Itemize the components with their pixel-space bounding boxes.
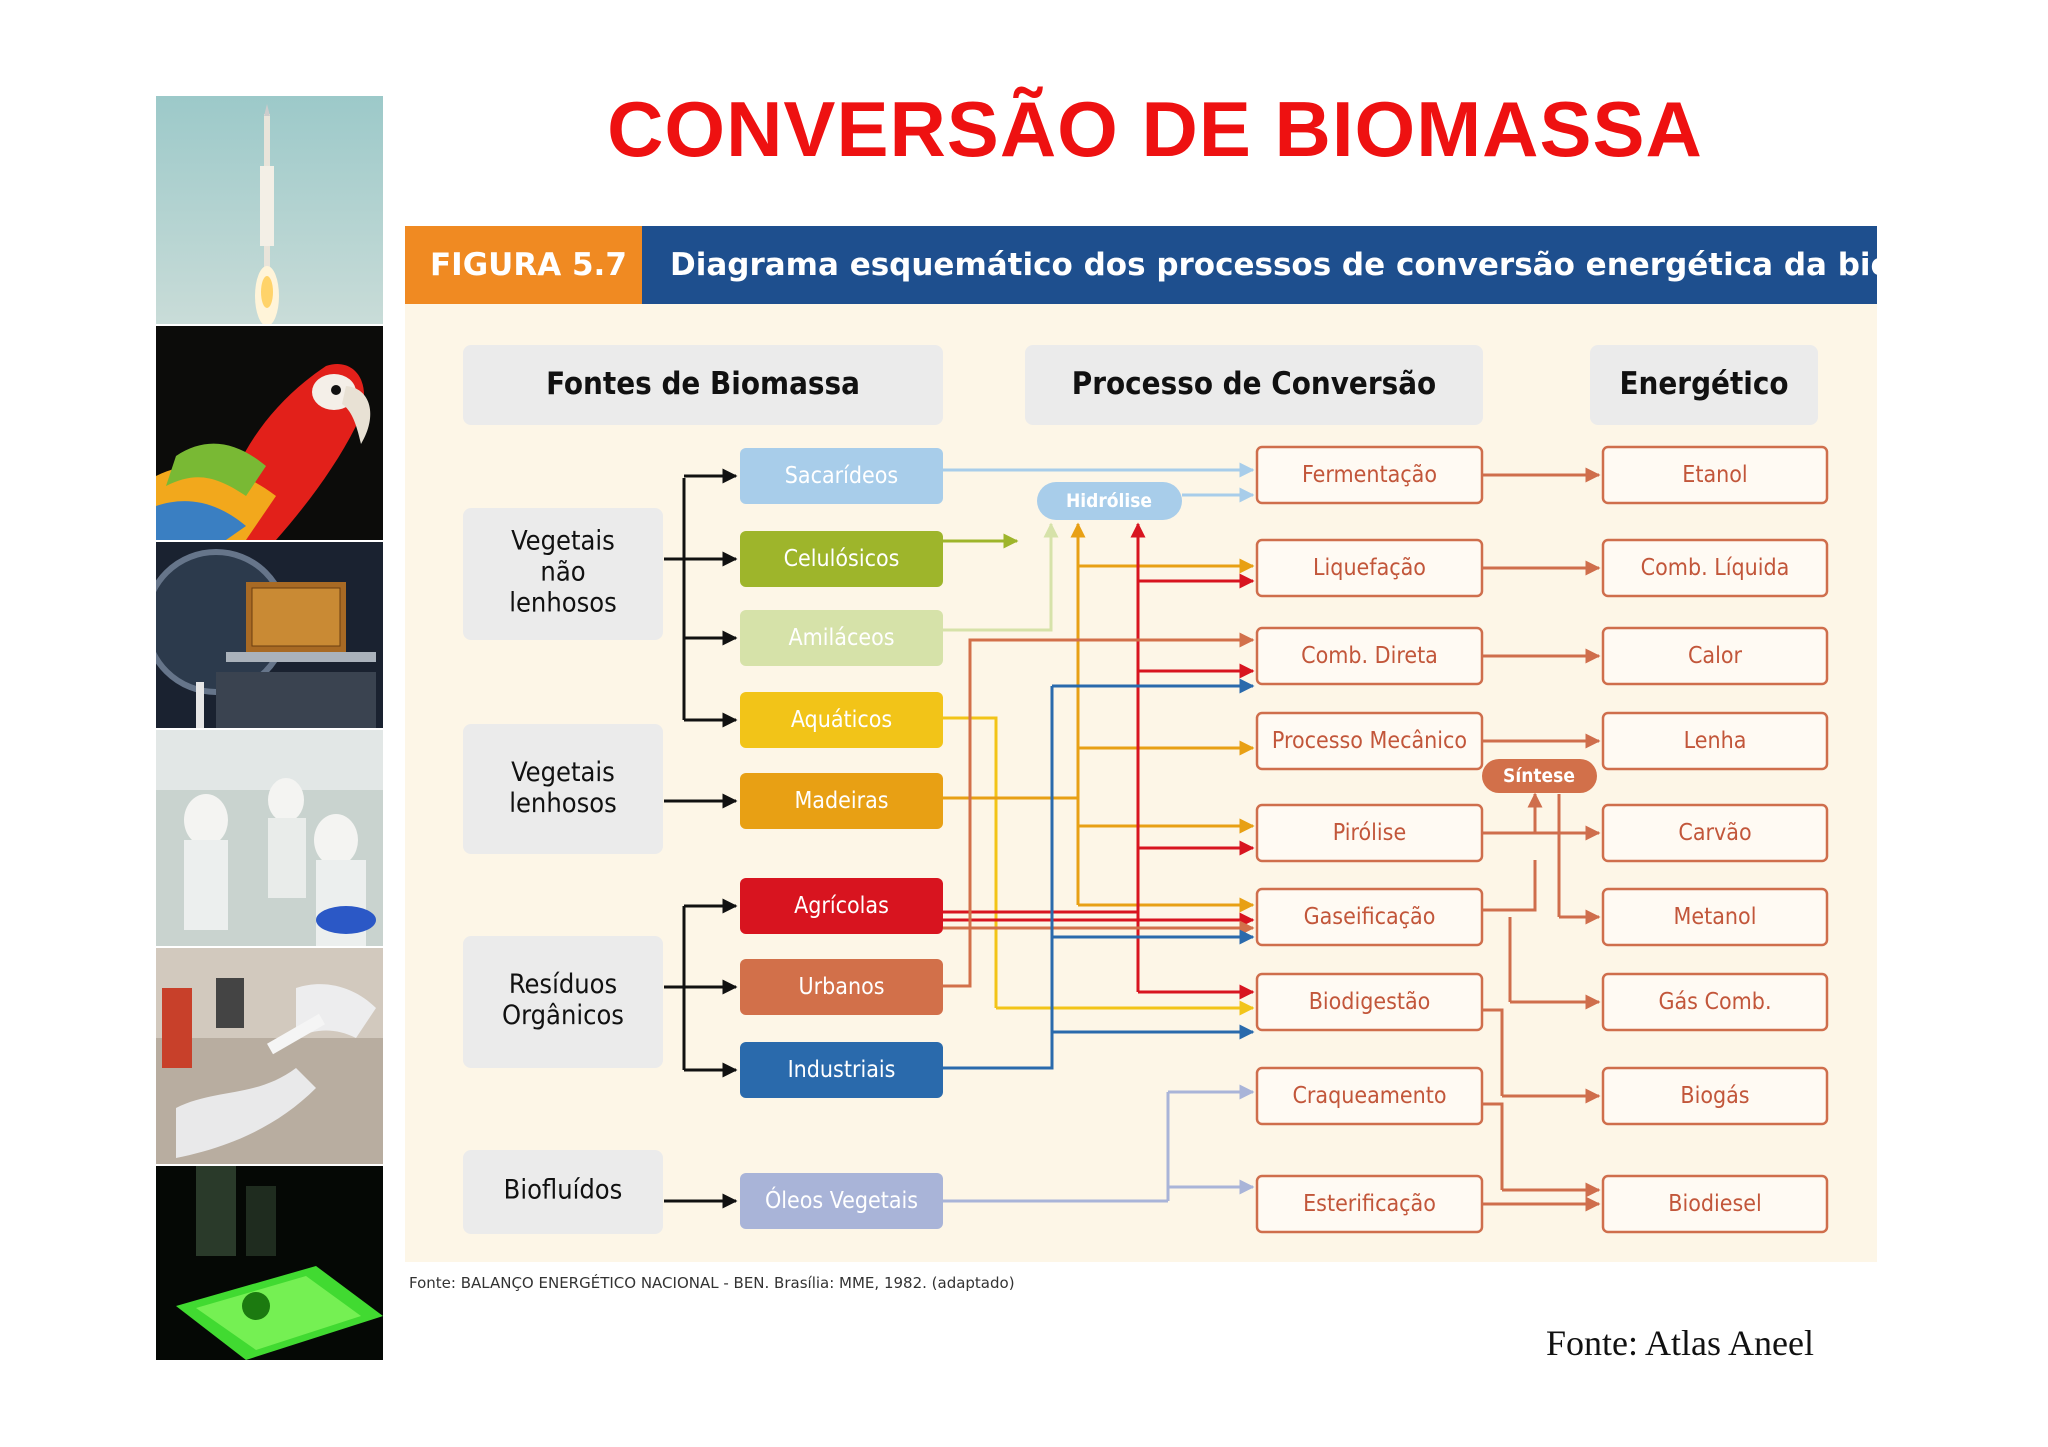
material-box bbox=[740, 959, 943, 1015]
energy-text: Calor bbox=[1688, 643, 1743, 669]
figure-header: FIGURA 5.7 Diagrama esquemático dos proc… bbox=[405, 226, 2003, 304]
header-sources-text: Fontes de Biomassa bbox=[546, 366, 860, 402]
process-box bbox=[1255, 1066, 1484, 1126]
energy-box bbox=[1601, 972, 1829, 1032]
satellite-lab-photo bbox=[156, 542, 383, 728]
material-text: Agrícolas bbox=[794, 893, 889, 919]
process-text: Gaseificação bbox=[1304, 904, 1436, 930]
material-box bbox=[740, 1173, 943, 1229]
energy-box bbox=[1601, 1066, 1829, 1126]
process-text: Fermentação bbox=[1302, 462, 1437, 488]
source-group bbox=[463, 1150, 663, 1234]
flow-line bbox=[1482, 1102, 1504, 1190]
energy-box bbox=[1601, 887, 1829, 947]
process-box bbox=[1255, 972, 1484, 1032]
material-box bbox=[740, 773, 943, 829]
header-energy-text: Energético bbox=[1619, 366, 1788, 402]
rocket-launch-photo bbox=[156, 96, 383, 324]
slide-title: CONVERSÃO DE BIOMASSA bbox=[607, 85, 1703, 173]
hydrolysis-text: Hidrólise bbox=[1066, 490, 1152, 512]
source-group bbox=[463, 724, 663, 854]
material-text: Urbanos bbox=[798, 974, 884, 1000]
material-text: Celulósicos bbox=[784, 546, 900, 572]
microscope-photo bbox=[156, 1166, 383, 1360]
process-text: Comb. Direta bbox=[1301, 643, 1438, 669]
flow-line bbox=[943, 686, 1054, 1070]
material-text: Aquáticos bbox=[791, 707, 892, 733]
material-text: Madeiras bbox=[794, 788, 888, 814]
header-process bbox=[1025, 345, 1483, 425]
energy-text: Biodiesel bbox=[1668, 1191, 1762, 1217]
source-group-text: lenhosos bbox=[509, 588, 617, 619]
energy-box bbox=[1601, 538, 1829, 598]
material-text: Sacarídeos bbox=[785, 463, 898, 489]
material-box bbox=[740, 531, 943, 587]
material-box bbox=[740, 1042, 943, 1098]
source-group-text: Vegetais bbox=[511, 757, 615, 788]
energy-box bbox=[1601, 445, 1829, 505]
energy-text: Carvão bbox=[1678, 820, 1751, 846]
material-box bbox=[740, 448, 943, 504]
energy-box bbox=[1601, 626, 1829, 686]
footer-source: Fonte: Atlas Aneel bbox=[1546, 1323, 1814, 1363]
material-text: Amiláceos bbox=[788, 625, 894, 651]
energy-box bbox=[1601, 1174, 1829, 1234]
lab-workers-photo bbox=[156, 730, 383, 946]
process-text: Biodigestão bbox=[1309, 989, 1431, 1015]
header-energy bbox=[1590, 345, 1818, 425]
process-text: Craqueamento bbox=[1292, 1083, 1446, 1109]
energy-text: Gás Comb. bbox=[1658, 989, 1771, 1015]
energy-text: Metanol bbox=[1674, 904, 1757, 930]
figure-caption: Diagrama esquemático dos processos de co… bbox=[642, 226, 2003, 304]
source-group-text: Orgânicos bbox=[502, 1000, 624, 1031]
figure: FIGURA 5.7 Diagrama esquemático dos proc… bbox=[405, 226, 2003, 1262]
source-group bbox=[463, 508, 663, 640]
process-text: Pirólise bbox=[1333, 820, 1406, 846]
synthesis-pill bbox=[1482, 759, 1597, 793]
material-box bbox=[740, 610, 943, 666]
flow-line bbox=[1482, 860, 1537, 912]
material-box bbox=[740, 878, 943, 934]
flow-arrow bbox=[943, 522, 1059, 632]
process-text: Liquefação bbox=[1313, 555, 1426, 581]
energy-text: Etanol bbox=[1682, 462, 1747, 488]
energy-box bbox=[1601, 803, 1829, 863]
synthesis-text: Síntese bbox=[1503, 765, 1575, 787]
source-group-text: lenhosos bbox=[509, 788, 617, 819]
process-text: Processo Mecânico bbox=[1272, 728, 1467, 754]
energy-text: Comb. Líquida bbox=[1641, 555, 1790, 581]
header-sources bbox=[463, 345, 943, 425]
flow-line bbox=[943, 638, 1253, 988]
figure-source-note: Fonte: BALANÇO ENERGÉTICO NACIONAL - BEN… bbox=[409, 1274, 1015, 1292]
process-text: Esterificação bbox=[1303, 1191, 1436, 1217]
flow-line bbox=[1482, 1008, 1504, 1096]
source-group bbox=[463, 936, 663, 1068]
energy-box bbox=[1601, 711, 1829, 771]
energy-text: Biogás bbox=[1680, 1083, 1749, 1109]
source-group-text: não bbox=[540, 557, 585, 588]
material-box bbox=[740, 692, 943, 748]
source-group-text: Resíduos bbox=[509, 969, 617, 1000]
macaw-photo bbox=[156, 326, 383, 540]
material-text: Óleos Vegetais bbox=[765, 1186, 918, 1214]
lab-gloves-photo bbox=[156, 948, 383, 1164]
source-group-text: Biofluídos bbox=[504, 1175, 623, 1206]
material-text: Industriais bbox=[788, 1057, 896, 1083]
header-process-text: Processo de Conversão bbox=[1072, 366, 1436, 402]
hydrolysis-pill bbox=[1037, 482, 1182, 520]
process-box bbox=[1255, 887, 1484, 947]
source-group-text: Vegetais bbox=[511, 526, 615, 557]
figure-label: FIGURA 5.7 bbox=[405, 226, 642, 304]
flow-arrow bbox=[1500, 792, 1543, 835]
energy-text: Lenha bbox=[1684, 728, 1747, 754]
